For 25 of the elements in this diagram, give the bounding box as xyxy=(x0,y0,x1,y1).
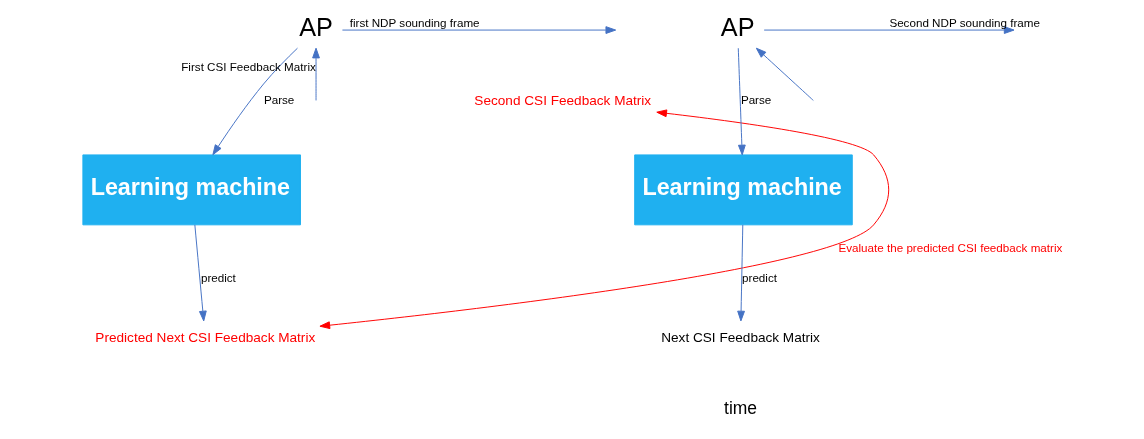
node-text: Next CSI Feedback Matrix xyxy=(660,330,820,346)
arrow xyxy=(211,47,298,156)
arrow xyxy=(318,109,889,330)
edge-label: predict xyxy=(200,270,236,284)
arrow xyxy=(193,224,207,322)
arrow xyxy=(737,47,746,156)
label: time xyxy=(723,397,757,418)
node-text: AP xyxy=(720,13,754,42)
edge-label: First CSI Feedback Matrix xyxy=(180,59,316,73)
arrow xyxy=(763,26,1014,34)
arrow xyxy=(755,47,814,101)
node-box: Learning machine xyxy=(633,154,853,226)
arrow xyxy=(736,224,745,322)
arrow xyxy=(311,47,320,101)
node-box: Learning machine xyxy=(81,154,301,226)
arrow xyxy=(341,26,616,34)
edge-label: Parse xyxy=(740,93,771,107)
node-text: AP xyxy=(298,13,333,42)
edge-label: predict xyxy=(741,270,777,284)
edge-label: first NDP sounding frame xyxy=(349,15,480,29)
edge-label: Parse xyxy=(263,93,294,107)
node-text: Predicted Next CSI Feedback Matrix xyxy=(94,330,315,346)
node-text: Second CSI Feedback Matrix xyxy=(473,93,651,109)
edge-label: Second NDP sounding frame xyxy=(888,15,1040,29)
edge-label: Evaluate the predicted CSI feedback matrix xyxy=(837,240,1062,254)
